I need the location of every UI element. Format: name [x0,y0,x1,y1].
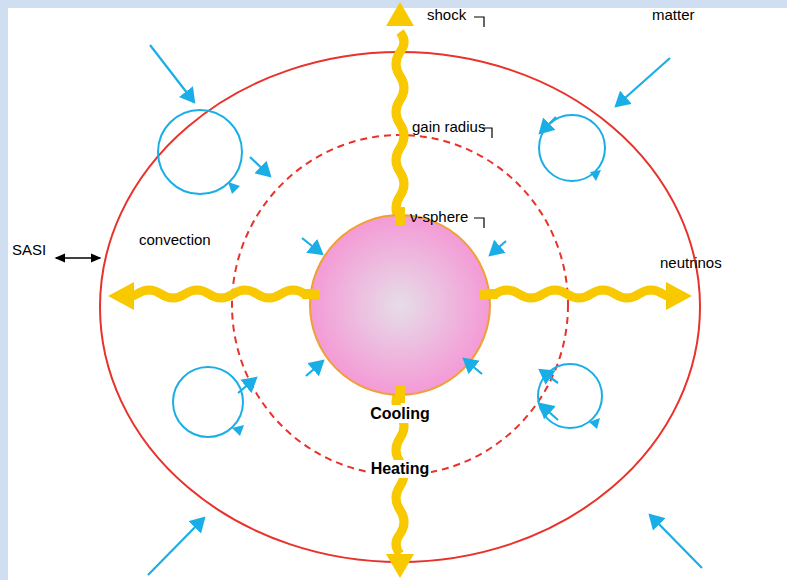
convection-cells [158,110,605,437]
neutrino-arrows [120,32,680,554]
matter-label: matter [652,6,695,24]
convection-label: convection [139,231,211,249]
heating-label: Heating [369,460,432,478]
convection-arrowheads [228,170,601,436]
neutrino-sphere-label: ν-sphere [410,208,468,226]
gain-radius-label: gain radius [412,118,485,136]
sasi-label: SASI [12,241,46,259]
shock-label: shock [427,6,466,24]
sasi-arrow [56,257,100,259]
cooling-label: Cooling [368,405,432,423]
arrow-stubs [302,207,498,403]
infall-arrows [148,45,702,575]
neutrino-sphere [310,215,490,395]
neutrinos-label: neutrinos [660,254,722,272]
neutrino-arrowheads [108,2,692,578]
